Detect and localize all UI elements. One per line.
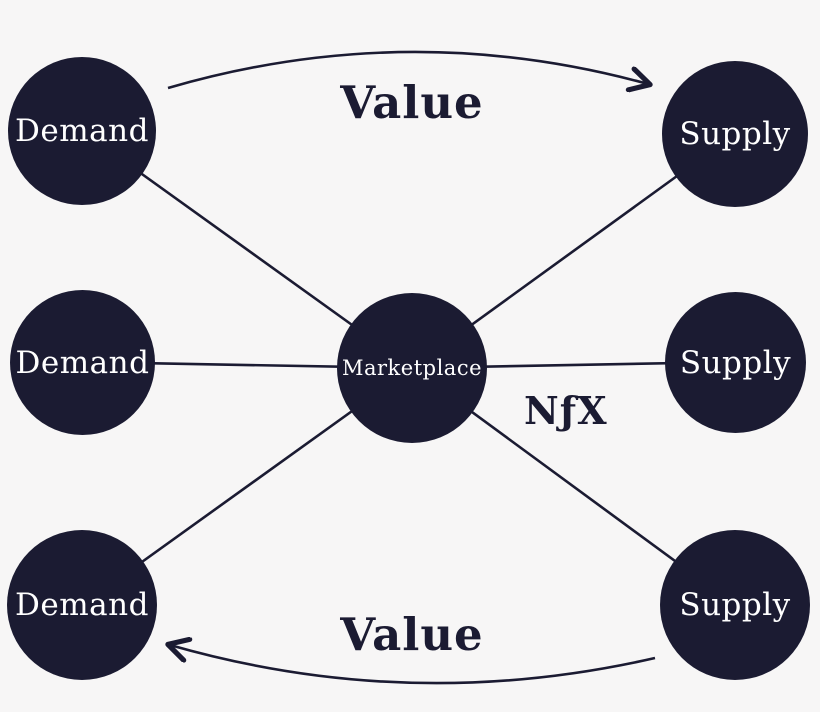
value-flow-arrow-bottom bbox=[170, 645, 656, 685]
node-demand-bottom: Demand bbox=[7, 530, 157, 680]
node-supply-bottom: Supply bbox=[660, 530, 810, 680]
node-demand-top: Demand bbox=[8, 57, 156, 205]
node-marketplace-label: Marketplace bbox=[341, 356, 483, 380]
nfx-logo: NƒX bbox=[524, 388, 608, 433]
node-demand-bottom-label: Demand bbox=[15, 587, 149, 623]
node-demand-middle: Demand bbox=[10, 290, 155, 435]
value-label-top: Value bbox=[340, 76, 484, 129]
node-supply-bottom-label: Supply bbox=[679, 587, 791, 623]
node-demand-top-label: Demand bbox=[15, 113, 149, 149]
node-supply-top: Supply bbox=[662, 61, 808, 207]
node-demand-middle-label: Demand bbox=[15, 344, 150, 381]
value-label-bottom: Value bbox=[340, 608, 484, 661]
node-supply-middle: Supply bbox=[665, 292, 806, 433]
node-marketplace: Marketplace bbox=[337, 293, 487, 443]
node-supply-middle-label: Supply bbox=[679, 344, 792, 381]
value-flow-arrow-top bbox=[167, 50, 648, 88]
node-supply-top-label: Supply bbox=[679, 116, 791, 152]
